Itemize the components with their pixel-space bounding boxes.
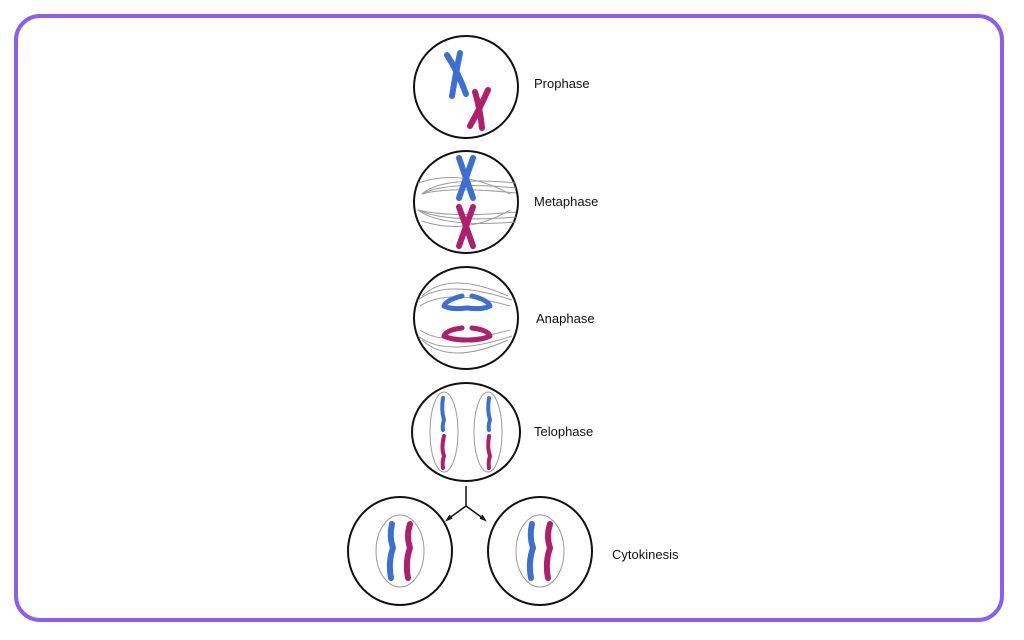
prophase-blue-chromosome: [444, 50, 469, 99]
anaphase-blue-chromatids: [441, 293, 493, 312]
metaphase-cell: [413, 150, 519, 254]
anaphase-cell: [413, 266, 519, 370]
telophase-left-nucleus: [429, 391, 459, 473]
metaphase-label: Metaphase: [534, 194, 598, 209]
cytokinesis-right-nucleus: [515, 514, 565, 588]
telophase-right-nucleus: [473, 391, 503, 473]
telophase-cell: [411, 382, 521, 482]
telophase-left-chromosomes: [440, 396, 446, 470]
telophase-right-chromosomes: [486, 396, 492, 470]
cytokinesis-left-nucleus: [375, 514, 425, 588]
metaphase-pink-chromosome: [456, 204, 476, 249]
division-arrows: [445, 486, 487, 522]
prophase-pink-chromosome: [467, 87, 491, 131]
anaphase-pink-chromatids: [441, 325, 493, 343]
cytokinesis-right-cell: [487, 496, 593, 606]
metaphase-blue-chromosome: [456, 155, 476, 201]
prophase-label: Prophase: [534, 76, 590, 91]
telophase-label: Telophase: [534, 424, 593, 439]
anaphase-label: Anaphase: [536, 311, 595, 326]
prophase-cell: [413, 35, 519, 139]
cytokinesis-left-cell: [347, 496, 453, 606]
cytokinesis-label: Cytokinesis: [612, 547, 679, 562]
